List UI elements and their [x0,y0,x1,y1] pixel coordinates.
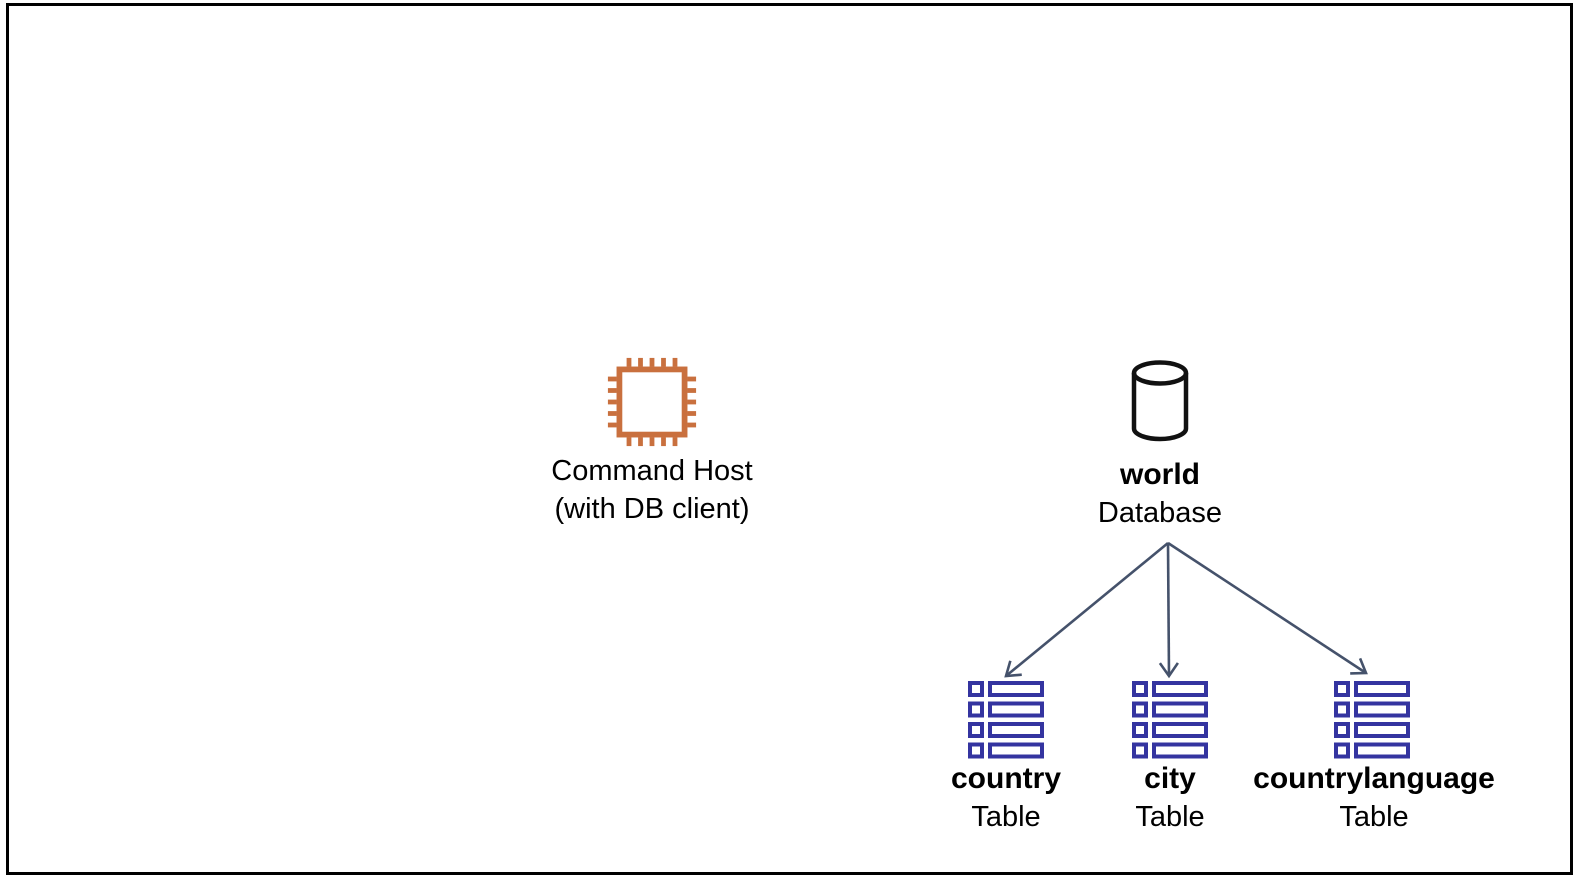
table-name-label: countrylanguage [1253,762,1495,795]
table-rows-icon [968,681,1044,759]
database-type-label: Database [1097,497,1223,529]
table-name-label: city [1144,762,1196,795]
diagram-border [6,3,1573,875]
table-rows-icon [1132,681,1208,759]
database-cylinder-icon [1131,360,1189,442]
table-type-label: Table [1135,801,1205,833]
command-host-label: Command Host (with DB client) [551,452,752,528]
table-label-countrylanguage: countrylanguage Table [1253,760,1495,836]
command-host-title: Command Host [551,455,753,487]
database-label: world Database [1098,456,1222,532]
table-name-label: country [950,762,1062,795]
table-label-city: city Table [1135,760,1204,836]
chip-icon [607,357,697,447]
table-label-country: country Table [951,760,1061,836]
database-name: world [1120,458,1200,491]
table-type-label: Table [1339,801,1409,833]
table-rows-icon [1334,681,1410,759]
table-type-label: Table [971,801,1041,833]
command-host-subtitle: (with DB client) [554,493,750,525]
